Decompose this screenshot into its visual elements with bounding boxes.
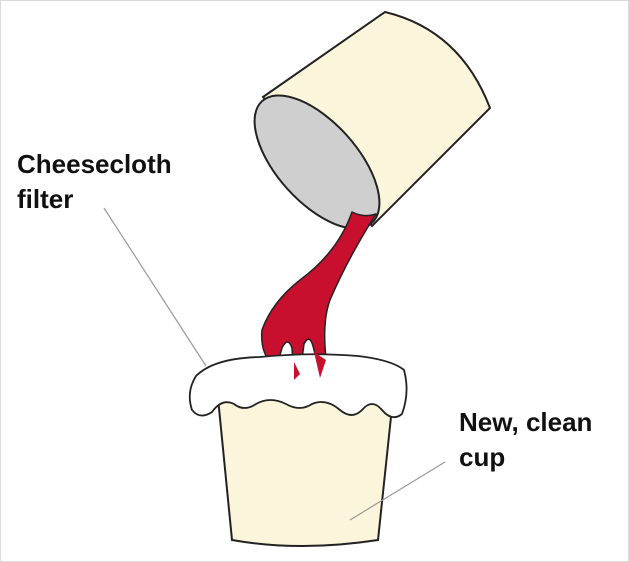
cup-label-line2: cup xyxy=(459,440,592,475)
clean-cup-label: New, clean cup xyxy=(459,405,592,475)
pouring-cup xyxy=(232,12,490,250)
clean-cup xyxy=(218,398,393,546)
cheesecloth-label-line1: Cheesecloth xyxy=(17,147,172,182)
cheesecloth-filter-label: Cheesecloth filter xyxy=(17,147,172,217)
cup-label-line1: New, clean xyxy=(459,405,592,440)
clean-cup-body xyxy=(218,398,393,546)
cheesecloth-label-line2: filter xyxy=(17,182,172,217)
cheesecloth-leader-line xyxy=(104,208,206,366)
